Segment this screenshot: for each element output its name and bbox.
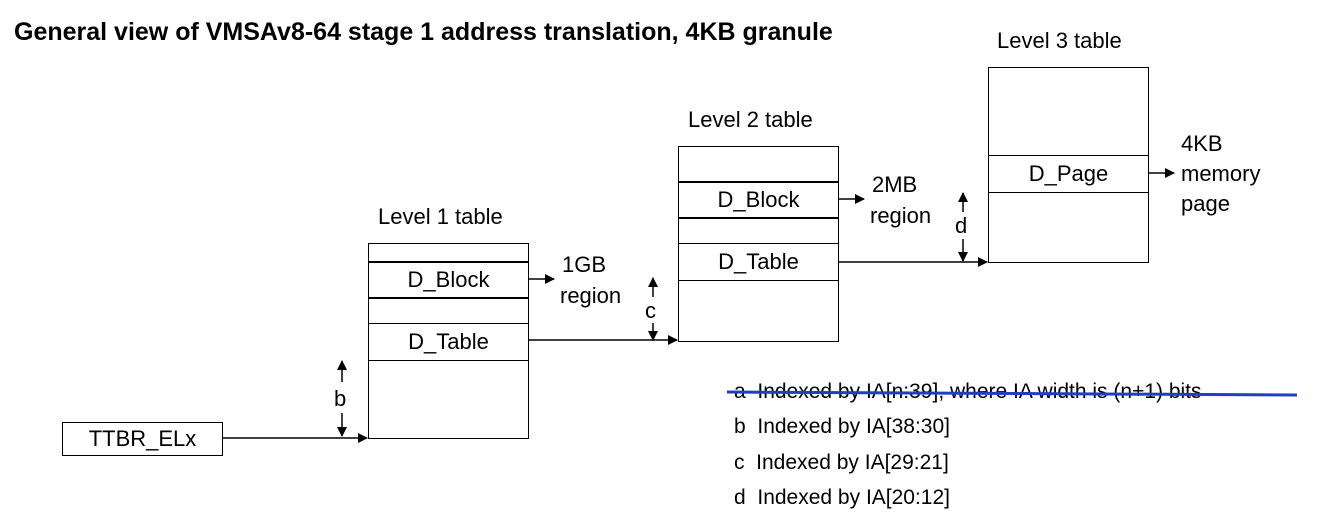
- level3-output-line1: 4KB: [1181, 131, 1223, 156]
- legend-key-c: c: [734, 451, 745, 474]
- legend-item-b: b Indexed by IA[38:30]: [734, 415, 950, 439]
- level1-block-entry: D_Block: [369, 261, 528, 299]
- legend-key-d: d: [734, 486, 746, 509]
- level2-heading: Level 2 table: [688, 107, 813, 132]
- level2-output-line2: region: [870, 203, 932, 228]
- level1-output-line1: 1GB: [562, 252, 607, 277]
- level3-output-line2: memory: [1181, 161, 1261, 186]
- ttbr-label: TTBR_ELx: [88, 426, 197, 451]
- legend-text-c: Indexed by IA[29:21]: [756, 451, 949, 474]
- diagram-title: General view of VMSAv8-64 stage 1 addres…: [14, 18, 833, 46]
- level3-page-entry: D_Page: [989, 155, 1148, 193]
- legend-text-d: Indexed by IA[20:12]: [757, 486, 950, 509]
- level2-table-entry: D_Table: [679, 243, 838, 281]
- legend-text-b: Indexed by IA[38:30]: [757, 415, 950, 438]
- level1-heading: Level 1 table: [378, 204, 503, 229]
- level3-heading: Level 3 table: [997, 28, 1122, 53]
- index-marker-d: d: [955, 213, 968, 238]
- ttbr-box: TTBR_ELx: [62, 422, 223, 456]
- level1-table: D_Block D_Table: [368, 243, 529, 439]
- level3-output-line3: page: [1181, 191, 1230, 216]
- index-marker-c: c: [645, 298, 656, 323]
- level3-table: D_Page: [988, 67, 1149, 263]
- level2-output-line1: 2MB: [872, 172, 918, 197]
- level2-block-entry: D_Block: [679, 181, 838, 219]
- legend-key-b: b: [734, 415, 746, 438]
- legend-item-c: c Indexed by IA[29:21]: [734, 451, 949, 475]
- legend-item-d: d Indexed by IA[20:12]: [734, 486, 950, 510]
- level2-table: D_Block D_Table: [678, 146, 839, 342]
- level1-table-entry: D_Table: [369, 323, 528, 361]
- index-marker-b: b: [334, 386, 347, 411]
- level1-output-line2: region: [560, 283, 622, 308]
